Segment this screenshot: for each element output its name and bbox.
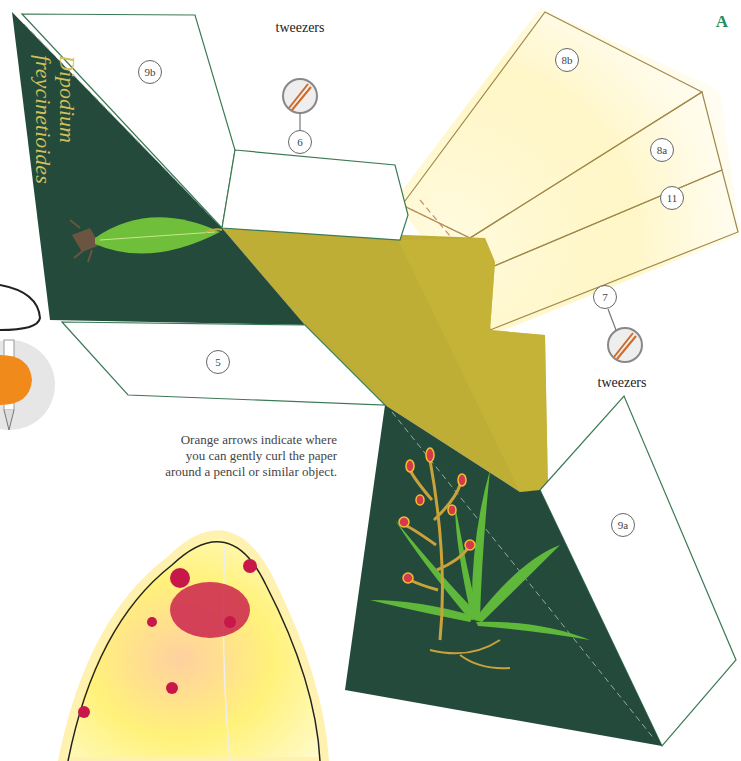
- callout-number: 6: [288, 130, 312, 154]
- callout-number: 5: [206, 350, 230, 374]
- callout-number: 8a: [650, 138, 674, 162]
- bottom-panel: [345, 405, 662, 746]
- petal-piece: [62, 534, 325, 761]
- bulb-illustration: [70, 217, 222, 262]
- callout-number: 8b: [555, 48, 579, 72]
- callout-number: 9a: [611, 513, 635, 537]
- callout-number: 7: [593, 285, 617, 309]
- tool-label: tweezers: [598, 375, 647, 391]
- tool-label: tweezers: [276, 20, 325, 36]
- sheet-letter: A: [716, 12, 728, 32]
- instruction-note: Orange arrows indicate where you can gen…: [162, 432, 337, 480]
- callout-number: 11: [660, 186, 684, 210]
- pencil-curl-illustration: [0, 285, 55, 430]
- callout-number: 9b: [138, 60, 162, 84]
- species-name: Dipodium freycinetioides: [31, 55, 79, 225]
- orchid-illustration: [370, 448, 590, 668]
- tweezers-icon: [283, 79, 642, 362]
